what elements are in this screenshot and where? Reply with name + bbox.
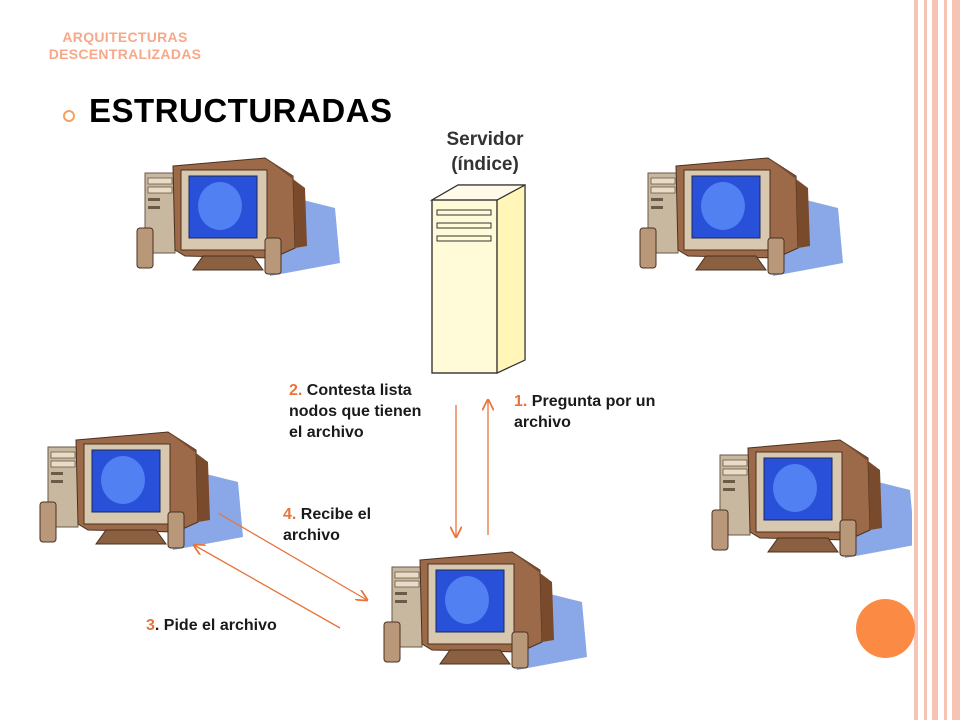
decorative-stripes bbox=[912, 0, 960, 720]
step-3-text-line-1: . Pide el archivo bbox=[154, 617, 277, 634]
step-4-text-line-2: archivo bbox=[283, 527, 340, 544]
step-1-label: 1. Pregunta por un archivo bbox=[514, 391, 655, 433]
server-label-line-2: (índice) bbox=[451, 154, 519, 175]
step-2-text-line-3: el archivo bbox=[289, 424, 364, 441]
step-3-label: 3. Pide el archivo bbox=[146, 615, 277, 636]
arrow-receive-file bbox=[217, 512, 367, 600]
bullet-icon bbox=[63, 110, 75, 122]
network-diagram bbox=[39, 157, 912, 671]
computer-icon-bottom-center bbox=[383, 551, 588, 671]
step-2-number: 2. bbox=[289, 382, 303, 399]
slide-title: ESTRUCTURADAS bbox=[89, 92, 393, 129]
server-label-line-1: Servidor bbox=[446, 129, 524, 150]
step-1-text-line-2: archivo bbox=[514, 414, 571, 431]
server-label: Servidor (índice) bbox=[430, 127, 540, 177]
step-2-text-line-1: Contesta lista bbox=[302, 382, 412, 399]
step-2-label: 2. Contesta lista nodos que tienen el ar… bbox=[289, 380, 421, 443]
server-icon bbox=[429, 183, 526, 374]
step-1-number: 1. bbox=[514, 393, 528, 410]
decorative-circle bbox=[856, 599, 915, 658]
step-1-text-line-1: Pregunta por un bbox=[527, 393, 656, 410]
computer-icon-top-left bbox=[136, 157, 341, 277]
computer-icon-top-right bbox=[639, 157, 844, 277]
computer-icon-mid-left bbox=[39, 431, 244, 551]
topic-line-1: ARQUITECTURAS bbox=[62, 29, 188, 45]
step-3-number: 3 bbox=[146, 617, 155, 634]
step-2-text-line-2: nodos que tienen bbox=[289, 403, 422, 420]
topic-line-2: DESCENTRALIZADAS bbox=[48, 46, 202, 62]
step-4-number: 4. bbox=[283, 506, 297, 523]
step-4-label: 4. Recibe el archivo bbox=[283, 504, 371, 546]
computer-icon-mid-right bbox=[711, 439, 912, 559]
slide-topic: ARQUITECTURAS DESCENTRALIZADAS bbox=[30, 29, 220, 63]
arrow-request-file bbox=[194, 545, 341, 629]
step-4-text-line-1: Recibe el bbox=[296, 506, 372, 523]
